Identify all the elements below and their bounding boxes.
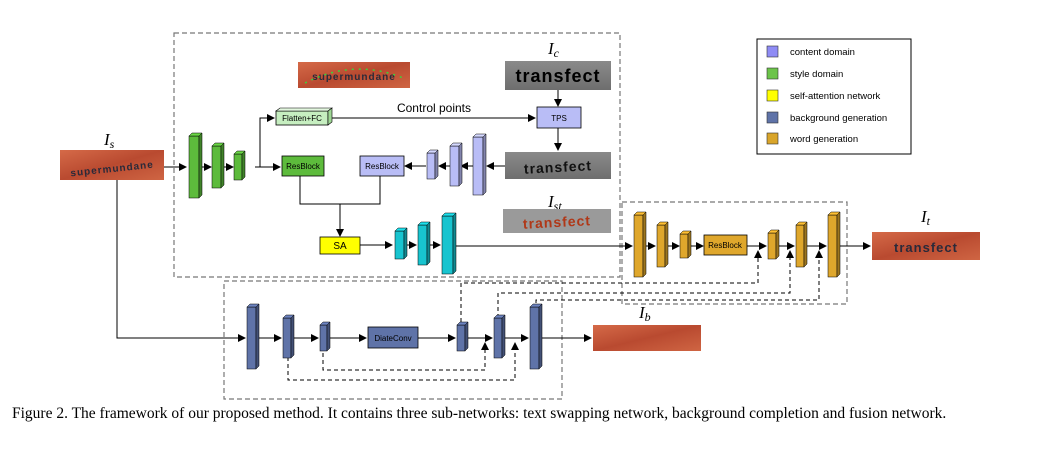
control-points-label: Control points xyxy=(397,101,471,115)
resblock-content-label: ResBlock xyxy=(365,162,400,171)
content-encoder-layer-2 xyxy=(449,142,463,187)
legend-label: content domain xyxy=(790,47,855,58)
legend-label: background generation xyxy=(790,113,887,124)
content-image: transfect xyxy=(505,61,611,90)
source-image: supermundane xyxy=(60,150,164,180)
legend-label: word generation xyxy=(789,134,858,145)
label-i-b: Ib xyxy=(638,303,651,324)
fusion-layer-4 xyxy=(767,229,780,260)
background-layer-5 xyxy=(493,314,506,359)
fusion-layer-6 xyxy=(827,211,841,278)
content-encoder-layer-3 xyxy=(426,149,439,180)
target-image: transfect xyxy=(872,232,980,260)
resblock-fusion-box: ResBlock xyxy=(703,234,748,256)
label-i-c: Ic xyxy=(547,39,560,60)
text-decoder-layer-1 xyxy=(394,227,408,260)
distorted-content-image: transfect xyxy=(505,152,611,179)
style-text-image-text: supermundane xyxy=(312,72,396,83)
fusion-layer-5 xyxy=(795,221,808,268)
content-image-text: transfect xyxy=(515,66,600,86)
content-encoder-layer-1 xyxy=(472,133,487,196)
resblock-fusion-label: ResBlock xyxy=(708,241,743,250)
distorted-content-image-text: transfect xyxy=(524,157,593,177)
background-image xyxy=(593,325,701,351)
background-completion-region xyxy=(223,280,563,400)
legend-frame xyxy=(756,38,912,155)
legend: content domain style domain self-attention… xyxy=(756,38,912,155)
tps-box: TPS xyxy=(536,106,582,129)
resblock-style-label: ResBlock xyxy=(286,162,321,171)
framework-diagram: content domain style domain self-attention… xyxy=(60,32,980,400)
legend-swatch xyxy=(766,45,779,58)
target-image-text: transfect xyxy=(894,240,958,255)
background-layer-2 xyxy=(282,314,295,359)
label-i-t: It xyxy=(920,207,931,228)
style-text-image: supermundane xyxy=(298,62,410,88)
background-layer-3 xyxy=(319,321,331,352)
tps-label: TPS xyxy=(551,114,567,123)
stylized-text-image: transfect xyxy=(503,209,611,233)
legend-swatch xyxy=(766,111,779,124)
fusion-layer-1 xyxy=(633,211,647,278)
style-encoder-layer-3 xyxy=(233,150,246,181)
text-decoder-layer-3 xyxy=(441,212,457,275)
flatten-fc-label: Flatten+FC xyxy=(282,114,322,123)
legend-label: style domain xyxy=(790,69,843,80)
sa-box: SA xyxy=(319,236,361,255)
background-layer-6 xyxy=(529,303,543,370)
figure-caption: Figure 2. The framework of our proposed … xyxy=(12,405,947,422)
text-decoder-layer-2 xyxy=(417,221,431,266)
flatten-fc-box: Flatten+FC xyxy=(275,107,333,126)
fusion-region xyxy=(621,201,848,305)
dilate-conv-label: DiateConv xyxy=(374,334,411,343)
legend-label: self-attention network xyxy=(790,91,881,102)
fusion-layer-2 xyxy=(656,221,669,268)
style-encoder-layer-2 xyxy=(211,142,225,189)
background-layer-1 xyxy=(246,303,260,370)
fusion-layer-3 xyxy=(679,230,692,259)
resblock-style-box: ResBlock xyxy=(281,155,325,177)
label-i-s: Is xyxy=(103,130,115,151)
legend-swatch xyxy=(766,132,779,145)
resblock-content-box: ResBlock xyxy=(359,155,405,177)
dilate-conv-box: DiateConv xyxy=(367,326,419,349)
legend-swatch xyxy=(766,67,779,80)
background-layer-4 xyxy=(456,321,469,352)
label-i-st: Ist xyxy=(547,192,562,213)
style-encoder-layer-1 xyxy=(188,132,203,199)
text-swapping-region xyxy=(173,32,621,278)
legend-swatch xyxy=(766,89,779,102)
sa-label: SA xyxy=(333,241,347,252)
stylized-text-image-text: transfect xyxy=(523,212,592,232)
